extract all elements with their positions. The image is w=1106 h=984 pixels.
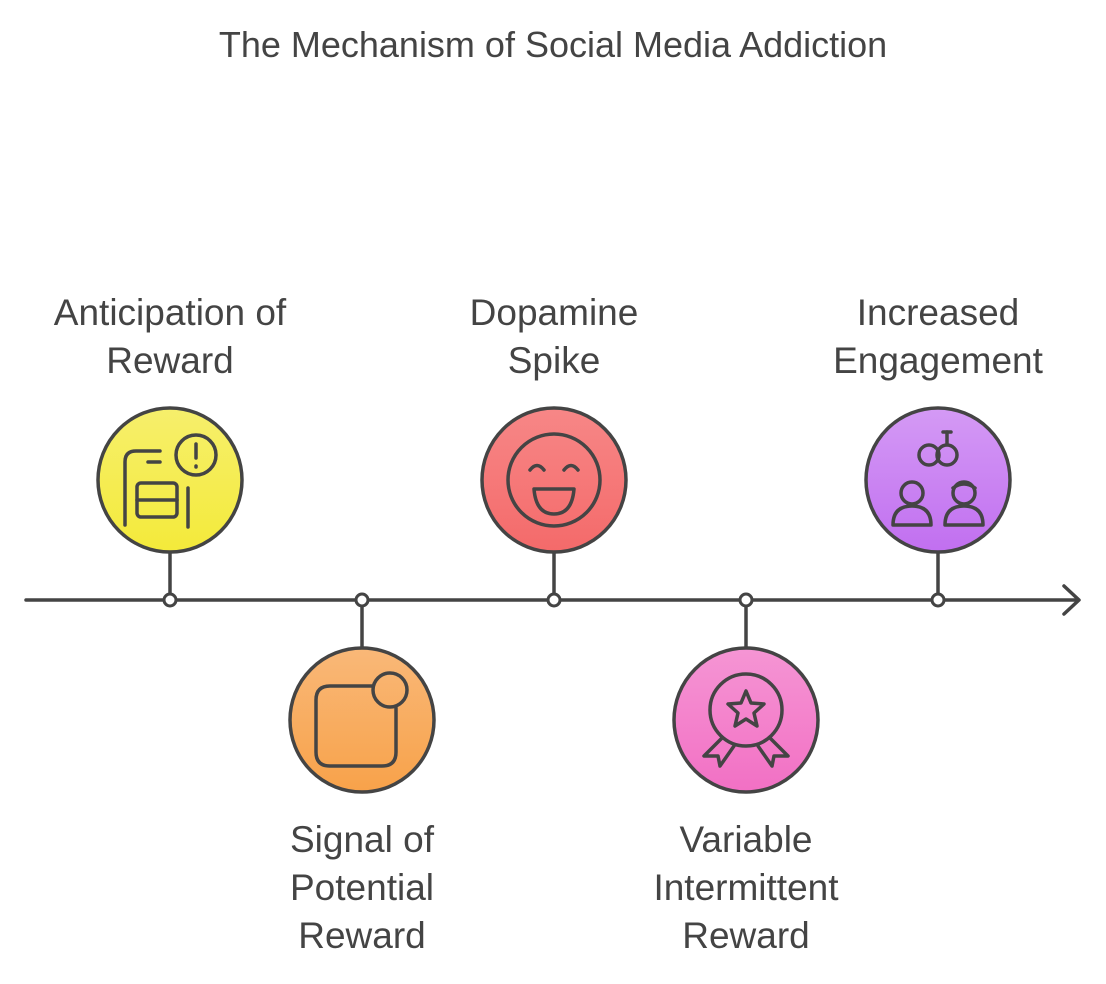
step-label-line: Reward [106,340,234,381]
checklist-alert-icon [123,433,218,529]
step-label-line: Potential [290,867,434,908]
page-title: The Mechanism of Social Media Addiction [218,24,888,65]
step-anticipation-of-reward [96,406,244,608]
step-label-line: Anticipation of [53,292,287,333]
step-label-line: Variable [679,819,813,860]
step-circle [288,646,436,794]
timeline-node [162,592,178,608]
timeline-node [354,592,370,608]
step-label-line: Reward [682,915,810,956]
award-ribbon-icon [702,672,790,768]
smiling-face-icon [506,432,602,528]
step-label-line: Increased [856,292,1020,333]
step-circle [96,406,244,554]
notification-badge-icon [314,671,409,768]
step-label-anticipation-of-reward: Anticipation of Reward [20,289,320,385]
step-signal-of-potential-reward [288,592,436,794]
timeline-node [546,592,562,608]
step-label-line: Reward [298,915,426,956]
step-label-line: Spike [507,340,601,381]
timeline-arrowhead [1062,584,1081,616]
step-dopamine-spike [480,406,628,608]
step-circle [480,406,628,554]
step-circle [864,406,1012,554]
step-label-line: Engagement [833,340,1043,381]
step-label-line: Signal of [290,819,434,860]
step-label-line: Intermittent [653,867,839,908]
timeline-node [738,592,754,608]
step-label-line: Dopamine [469,292,639,333]
people-connection-icon [891,430,985,527]
step-increased-engagement [864,406,1012,608]
step-variable-intermittent-reward [672,592,820,794]
timeline-node [930,592,946,608]
